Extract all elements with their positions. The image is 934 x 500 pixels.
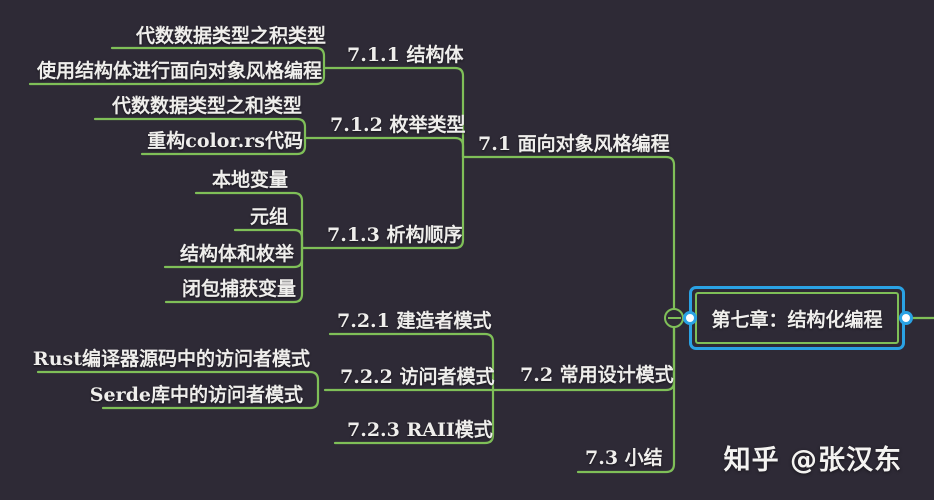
connector-7-2-3 — [333, 388, 495, 445]
connector-leaf-serde-visitor — [101, 388, 320, 410]
leaf-sum-type[interactable]: 代数数据类型之和类型 — [111, 95, 302, 117]
root-topic[interactable]: 第七章：结构化编程 — [689, 286, 905, 350]
connector-7-1-1 — [322, 66, 465, 159]
subtopic-7-1-2[interactable]: 7.1.2 枚举类型 — [330, 114, 466, 136]
root-left-handle-dot[interactable] — [683, 311, 697, 325]
leaf-product-type[interactable]: 代数数据类型之积类型 — [135, 25, 326, 47]
leaf-closure-captured-vars[interactable]: 闭包捕获变量 — [181, 278, 296, 300]
connector-leaf-closure-captured-vars — [164, 246, 304, 304]
connector-leaf-sum-type — [93, 117, 307, 140]
connector-leaf-oop-with-struct — [28, 66, 326, 86]
root-right-handle-dot[interactable] — [899, 311, 913, 325]
collapse-button[interactable] — [664, 308, 684, 328]
subtopic-7-2-2[interactable]: 7.2.2 访问者模式 — [340, 366, 495, 388]
leaf-rustc-visitor[interactable]: Rust编译器源码中的访问者模式 — [32, 348, 310, 370]
leaf-local-vars[interactable]: 本地变量 — [211, 169, 288, 191]
connector-7-1-2 — [303, 136, 465, 159]
connector-7-1-3 — [300, 155, 465, 250]
connector-7-2-1 — [328, 332, 495, 392]
leaf-struct-and-enum[interactable]: 结构体和枚举 — [179, 243, 294, 265]
leaf-tuple[interactable]: 元组 — [249, 206, 288, 228]
topic-7-1[interactable]: 7.1 面向对象风格编程 — [478, 133, 670, 155]
zhihu-watermark: 知乎 @张汉东 — [723, 445, 902, 476]
root-topic-label: 第七章：结构化编程 — [711, 308, 883, 331]
subtopic-7-1-3[interactable]: 7.1.3 析构顺序 — [327, 224, 463, 246]
connector-leaf-local-vars — [194, 191, 304, 250]
topic-7-3[interactable]: 7.3 小结 — [585, 447, 663, 469]
root-topic-inner-border: 第七章：结构化编程 — [695, 292, 899, 344]
subtopic-7-2-1[interactable]: 7.2.1 建造者模式 — [337, 310, 492, 332]
connector-leaf-refactor-color-rs — [140, 136, 307, 156]
leaf-oop-with-struct[interactable]: 使用结构体进行面向对象风格编程 — [36, 60, 322, 82]
minus-icon — [667, 317, 681, 319]
connector-7-3 — [576, 316, 676, 474]
connector-leaf-rustc-visitor — [36, 370, 320, 392]
leaf-refactor-color-rs[interactable]: 重构color.rs代码 — [147, 130, 303, 152]
connector-leaf-product-type — [110, 46, 326, 70]
subtopic-7-2-3[interactable]: 7.2.3 RAII模式 — [347, 419, 493, 441]
connector-leaf-tuple — [233, 228, 304, 250]
connector-7-1 — [461, 155, 676, 320]
leaf-serde-visitor[interactable]: Serde库中的访问者模式 — [89, 384, 303, 406]
subtopic-7-1-1[interactable]: 7.1.1 结构体 — [347, 44, 464, 66]
topic-7-2[interactable]: 7.2 常用设计模式 — [520, 364, 674, 386]
